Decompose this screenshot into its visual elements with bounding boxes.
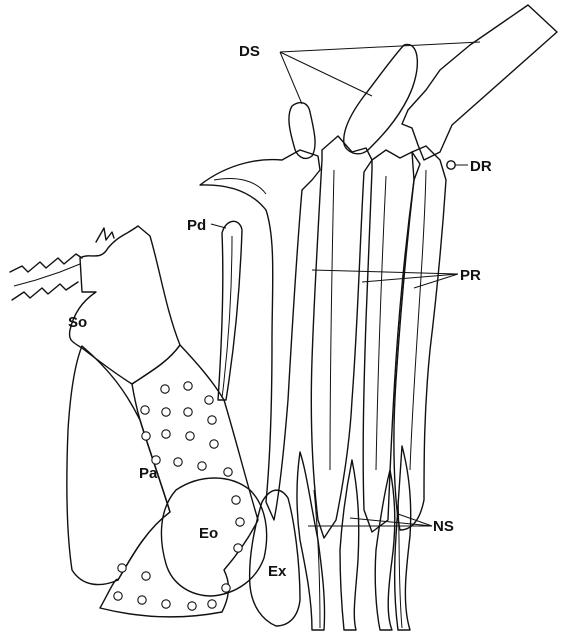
pore-circle [236,518,244,526]
pore-circle [205,396,213,404]
labels: DS DR PR Pd So Pa Eo Ex NS [68,43,492,580]
pore-circle [188,602,196,610]
pore-circle [208,600,216,608]
label-ns: NS [433,518,454,535]
pore-circle [162,408,170,416]
distal-spines [289,5,557,160]
pore-circle [141,406,149,414]
label-dr: DR [470,158,492,175]
label-pd: Pd [187,217,206,234]
proximal-radial-anterior [200,150,320,520]
label-ex: Ex [268,563,287,580]
pore-circle [210,440,218,448]
so-bone [10,226,180,384]
pore-circle [161,385,169,393]
pd-rod [218,221,242,400]
pore-circle [138,596,146,604]
pore-circle [174,458,182,466]
leader-ns [308,514,432,526]
pore-circle [152,456,160,464]
label-eo: Eo [199,525,218,542]
pore-circle [162,600,170,608]
pore-circle [208,416,216,424]
distal-spine-middle [344,44,418,153]
pore-circle [184,408,192,416]
proximal-radials [200,136,446,538]
proximal-radial-posterior [394,146,446,530]
pore-circle [142,432,150,440]
pore-circle [142,572,150,580]
leader-pd [211,224,226,228]
pore-circle [232,496,240,504]
pore-circle [184,382,192,390]
leader-pr [312,270,458,288]
distal-radial [447,161,455,169]
pore-circle [198,462,206,470]
pore-circle [224,468,232,476]
label-ds: DS [239,43,260,60]
label-pr: PR [460,267,481,284]
pore-circle [118,564,126,572]
pore-circle [186,432,194,440]
pore-circle [222,584,230,592]
label-so: So [68,314,87,331]
ex-bone [250,490,300,626]
pore-circle [162,430,170,438]
leader-lines [211,42,480,526]
pore-circle [114,592,122,600]
pore-circle [234,544,242,552]
leader-ds [280,42,480,104]
distal-spine-long [402,5,557,160]
label-pa: Pa [139,465,158,482]
